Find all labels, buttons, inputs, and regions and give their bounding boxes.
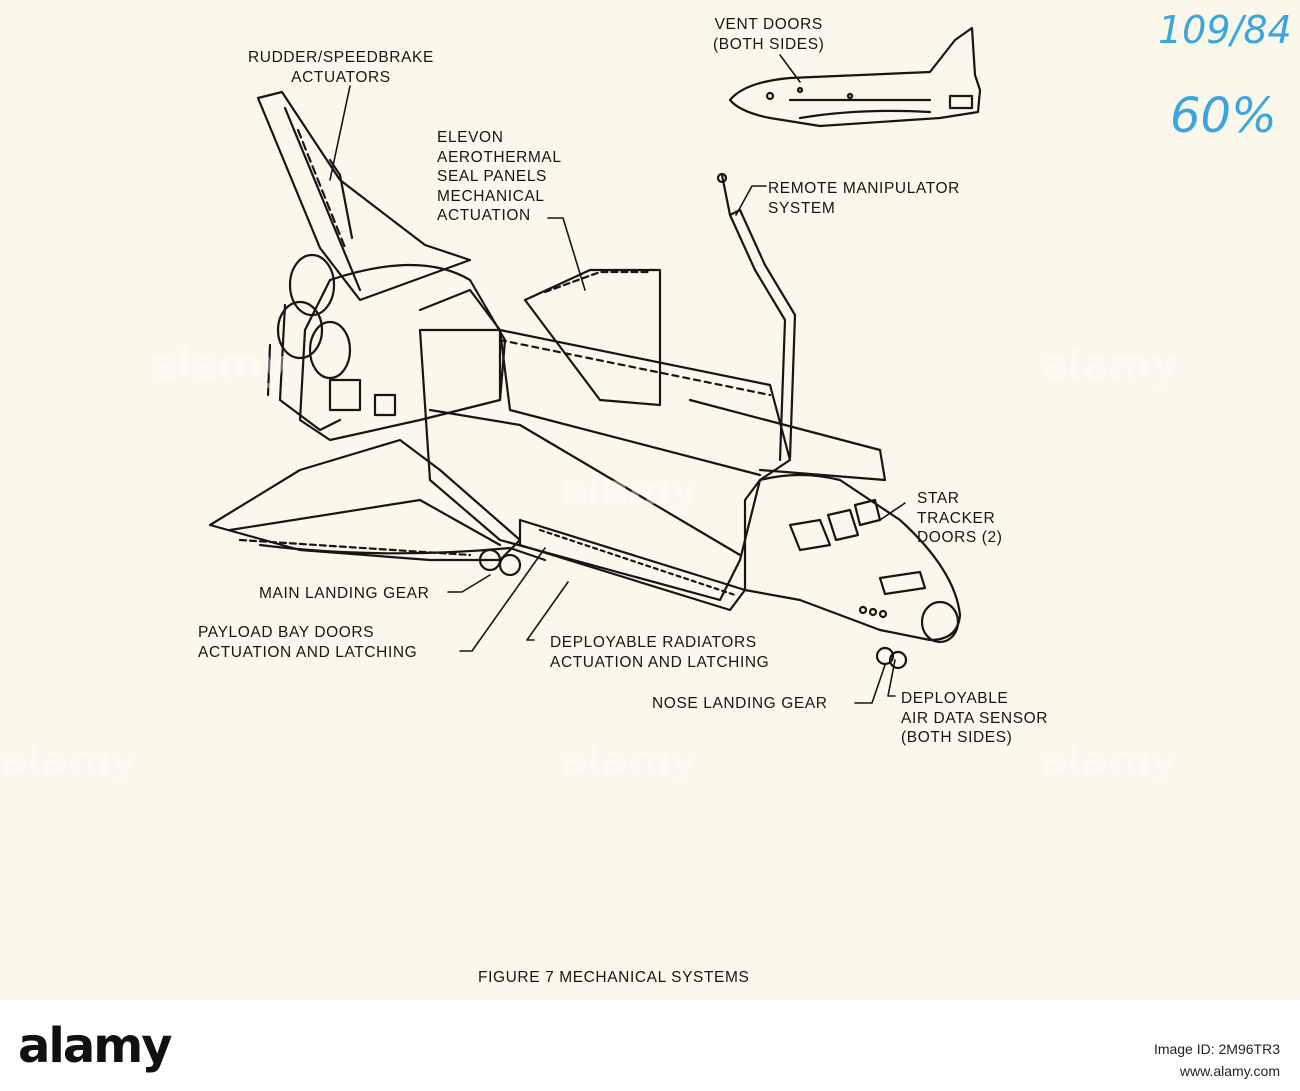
watermark: alamy xyxy=(1040,340,1178,389)
label-rudder-speedbrake-actuators: RUDDER/SPEEDBRAKE ACTUATORS xyxy=(248,49,434,86)
crew-cabin xyxy=(743,473,962,644)
payload-bay xyxy=(418,268,887,612)
footer-url[interactable]: www.alamy.com xyxy=(1179,1063,1280,1079)
watermark: alamy xyxy=(560,465,698,514)
handwritten-scale: 60% xyxy=(1170,88,1277,144)
label-deployable-radiators: DEPLOYABLE RADIATORS ACTUATION AND LATCH… xyxy=(550,634,770,671)
watermark: alamy xyxy=(1040,735,1178,784)
label-deployable-air-data-sensor: DEPLOYABLE AIR DATA SENSOR (BOTH SIDES) xyxy=(901,690,1049,746)
handwritten-page-ref: 109/84 xyxy=(1158,8,1292,52)
label-remote-manipulator-system: REMOTE MANIPULATOR SYSTEM xyxy=(768,180,960,217)
footer-logo: alamy xyxy=(18,1018,173,1074)
label-elevon-seal-panels: ELEVON AEROTHERMAL SEAL PANELS MECHANICA… xyxy=(437,129,562,224)
stock-footer-bar: alamy Image ID: 2M96TR3 www.alamy.com xyxy=(0,1000,1300,1091)
figure-caption: FIGURE 7 MECHANICAL SYSTEMS xyxy=(478,969,750,986)
label-payload-bay-doors: PAYLOAD BAY DOORS ACTUATION AND LATCHING xyxy=(198,624,418,661)
space-shuttle-illustration xyxy=(208,26,982,704)
label-nose-landing-gear: NOSE LANDING GEAR xyxy=(652,695,828,712)
aft-fuselage xyxy=(298,263,507,442)
watermark: alamy xyxy=(560,735,698,784)
diagram-sheet: RUDDER/SPEEDBRAKE ACTUATORS VENT DOORS (… xyxy=(0,0,1300,1000)
left-wing xyxy=(208,438,547,562)
landing-gear xyxy=(478,548,908,670)
label-star-tracker-doors: STAR TRACKER DOORS (2) xyxy=(917,490,1003,546)
label-main-landing-gear: MAIN LANDING GEAR xyxy=(259,585,430,602)
label-vent-doors: VENT DOORS (BOTH SIDES) xyxy=(713,16,825,53)
watermark: alamy xyxy=(150,340,288,389)
inset-side-view xyxy=(728,26,982,128)
remote-manipulator-arm xyxy=(716,172,797,462)
watermark: alamy xyxy=(0,735,138,784)
footer-image-id: Image ID: 2M96TR3 xyxy=(1153,1041,1280,1057)
leader-lines xyxy=(329,54,906,704)
